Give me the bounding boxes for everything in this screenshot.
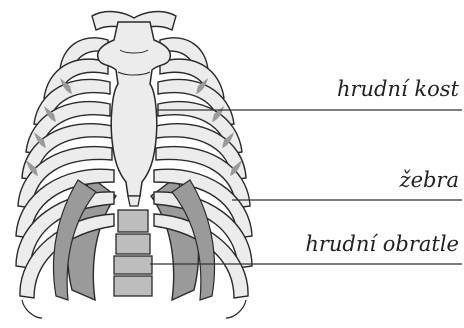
label-sternum: hrudní kost [337, 77, 459, 101]
label-thoracic-vertebrae: hrudní obratle [305, 232, 459, 256]
bottom-rim [22, 300, 246, 318]
label-ribs: žebra [400, 168, 460, 192]
thoracic-vertebrae [114, 210, 152, 296]
